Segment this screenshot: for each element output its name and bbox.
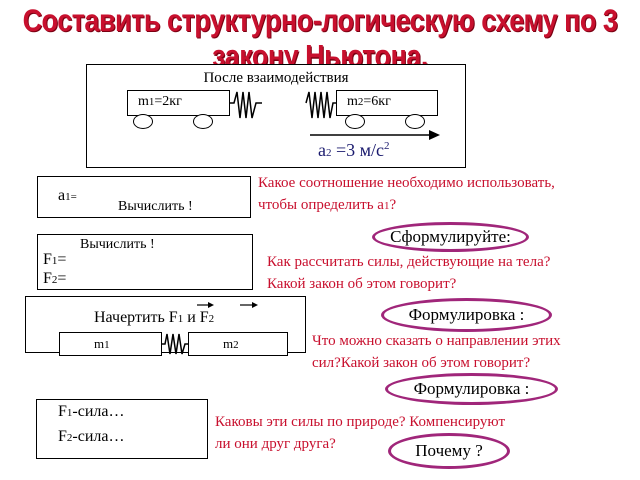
oval-why: Почему ? [388, 433, 510, 469]
cart-m2-label: m [347, 94, 358, 109]
a1-box [37, 176, 251, 218]
cart-m2-value: =6кг [363, 94, 391, 109]
f1-vector-arrowhead [208, 302, 214, 308]
spring-right [305, 91, 336, 119]
cart-m2-index: 2 [357, 96, 364, 108]
f2-vector-arrowhead [252, 302, 258, 308]
cart-m1-index: 1 [148, 96, 155, 108]
cart-m1-value: =2кг [154, 94, 182, 109]
wheel [345, 114, 365, 129]
spring-small [162, 333, 188, 355]
draw-forces-heading: Начертить F1 и F2 [94, 309, 215, 326]
wheel [133, 114, 153, 129]
a1-label: a1= [58, 187, 77, 204]
question-relation: Какое соотношение необходимо использоват… [258, 175, 555, 213]
oval-formulation-2: Формулировка : [385, 373, 558, 405]
cart-m1-label: m [138, 94, 149, 109]
force-f1-label: F1= [43, 251, 67, 268]
force-f2-nature: F2-сила… [58, 428, 125, 445]
page-title: Составить структурно-логическую схему по… [22, 3, 618, 74]
cart-m1-small: m1 [59, 332, 162, 356]
question-direction: Что можно сказать о направлении этих сил… [312, 333, 561, 371]
force-f2-label: F2= [43, 270, 67, 287]
cart-m2: m2=6кг [336, 90, 438, 116]
cart-m2-small: m2 [188, 332, 288, 356]
interaction-heading: После взаимодействия [203, 70, 349, 86]
forces-nature-box [36, 399, 208, 459]
forces-box [37, 234, 253, 290]
a1-action: Вычислить ! [118, 199, 193, 214]
acceleration-arrowhead [429, 130, 440, 140]
wheel [193, 114, 213, 129]
spring-left [230, 91, 262, 119]
acceleration-label: a2 =3 м/с2 [318, 140, 390, 160]
force-f1-nature: F1-сила… [58, 403, 125, 420]
question-nature: Каковы эти силы по природе? Компенсируют… [215, 414, 505, 452]
oval-formulate: Сформулируйте: [372, 222, 529, 252]
cart-m1: m1=2кг [127, 90, 230, 116]
wheel [405, 114, 425, 129]
question-forces: Как рассчитать силы, действующие на тела… [267, 254, 551, 292]
forces-action: Вычислить ! [80, 237, 155, 252]
oval-formulation-1: Формулировка : [381, 298, 552, 332]
